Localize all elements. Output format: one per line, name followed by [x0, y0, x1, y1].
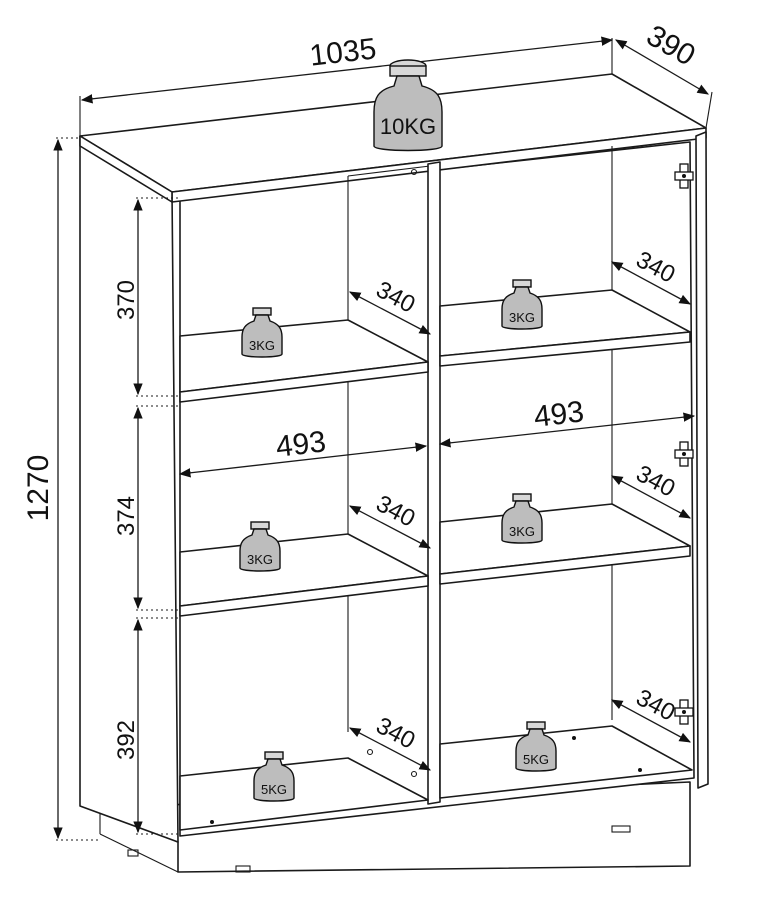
dimension-row-top-label: 370	[113, 280, 140, 320]
dimension-width: 1035	[79, 32, 614, 136]
dimension-row-top: 370	[113, 197, 178, 397]
kettlebell-weight-icon: 5KG	[515, 721, 557, 772]
right-side-panel	[695, 131, 709, 789]
weight-shelf-right-top-label: 3KG	[509, 310, 535, 325]
dimension-row-middle-label: 374	[113, 496, 140, 536]
weight-bottom-left-label: 5KG	[261, 782, 287, 797]
weight-bottom-right-label: 5KG	[523, 752, 549, 767]
kettlebell-weight-icon: 10KG	[373, 59, 443, 152]
kettlebell-weight-icon: 3KG	[501, 493, 543, 544]
weight-shelf-left-top-label: 3KG	[249, 338, 275, 353]
dimension-width-label: 1035	[308, 32, 378, 72]
top-left-edge	[79, 135, 173, 203]
kettlebell-weight-icon: 3KG	[239, 521, 281, 572]
dimension-shelf-width-right: 493	[438, 395, 696, 448]
weight-shelf-left-middle-label: 3KG	[247, 552, 273, 567]
shelf-left-bottom	[179, 757, 429, 831]
dimension-height: 1270	[22, 137, 100, 841]
cabinet-body	[79, 73, 709, 873]
kettlebell-weight-icon: 3KG	[501, 279, 543, 330]
shelf-right-bottom	[439, 725, 693, 799]
dimension-shelf-width-right-label: 493	[532, 395, 585, 433]
weight-top-label: 10KG	[380, 114, 436, 139]
dimension-height-label: 1270	[22, 455, 55, 522]
weight-shelf-right-middle-label: 3KG	[509, 524, 535, 539]
dimension-row-middle: 374	[113, 405, 178, 611]
kettlebell-weight-icon: 5KG	[253, 751, 295, 802]
dimension-row-bottom-label: 392	[113, 720, 140, 760]
kettlebell-weight-icon: 3KG	[241, 307, 283, 358]
center-divider	[427, 161, 441, 805]
dimension-shelf-width-left-label: 493	[274, 425, 327, 463]
dimension-depth-label: 390	[641, 19, 701, 73]
dimension-row-bottom: 392	[113, 617, 178, 835]
dimension-shelf-width-left: 493	[178, 425, 428, 478]
